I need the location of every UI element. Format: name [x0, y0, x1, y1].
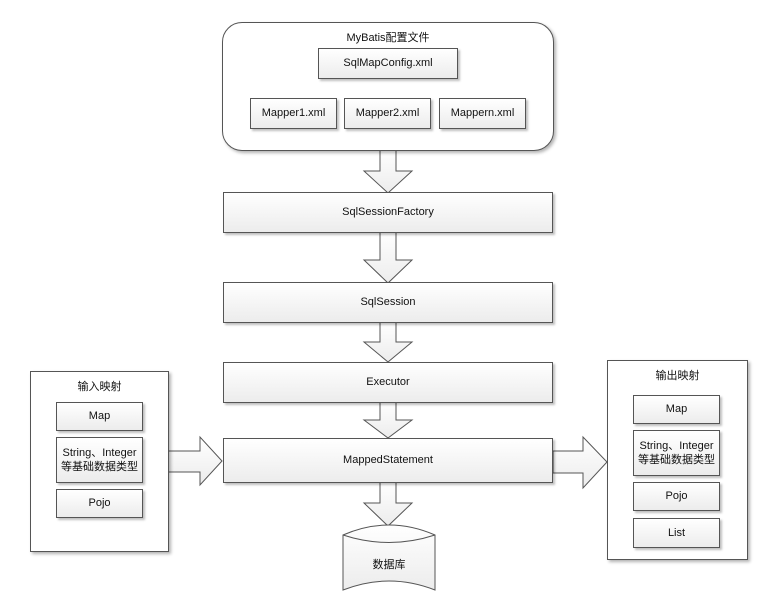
arrow-down-statement-to-db: [362, 481, 414, 527]
output-basic-types-box[interactable]: String、Integer等基础数据类型: [633, 430, 720, 476]
sqlsessionfactory-box[interactable]: SqlSessionFactory: [223, 192, 553, 233]
output-pojo-box[interactable]: Pojo: [633, 482, 720, 511]
mapper1-box[interactable]: Mapper1.xml: [250, 98, 337, 129]
config-title: MyBatis配置文件: [346, 32, 430, 44]
arrow-down-factory-to-session: [362, 231, 414, 284]
sqlmapconfig-box[interactable]: SqlMapConfig.xml: [318, 48, 458, 79]
input-mapping-title: 输入映射: [77, 381, 122, 393]
database-cylinder: [342, 524, 436, 591]
mappedstatement-box[interactable]: MappedStatement: [223, 438, 553, 483]
arrow-down-executor-to-statement: [362, 401, 414, 439]
output-mapping-title: 输出映射: [655, 370, 700, 382]
sqlsession-box[interactable]: SqlSession: [223, 282, 553, 323]
input-map-box[interactable]: Map: [56, 402, 143, 431]
mappern-box[interactable]: Mappern.xml: [439, 98, 526, 129]
arrow-down-session-to-executor: [362, 321, 414, 363]
arrow-right-statement-to-output: [552, 435, 608, 490]
executor-box[interactable]: Executor: [223, 362, 553, 403]
arrow-down-config-to-factory: [362, 149, 414, 194]
mapper2-box[interactable]: Mapper2.xml: [344, 98, 431, 129]
output-map-box[interactable]: Map: [633, 395, 720, 424]
arrow-right-input-to-statement: [167, 435, 223, 487]
input-basic-types-box[interactable]: String、Integer等基础数据类型: [56, 437, 143, 483]
input-pojo-box[interactable]: Pojo: [56, 489, 143, 518]
config-container: MyBatis配置文件: [222, 22, 554, 151]
output-list-box[interactable]: List: [633, 518, 720, 548]
database-label: 数据库: [372, 559, 406, 571]
